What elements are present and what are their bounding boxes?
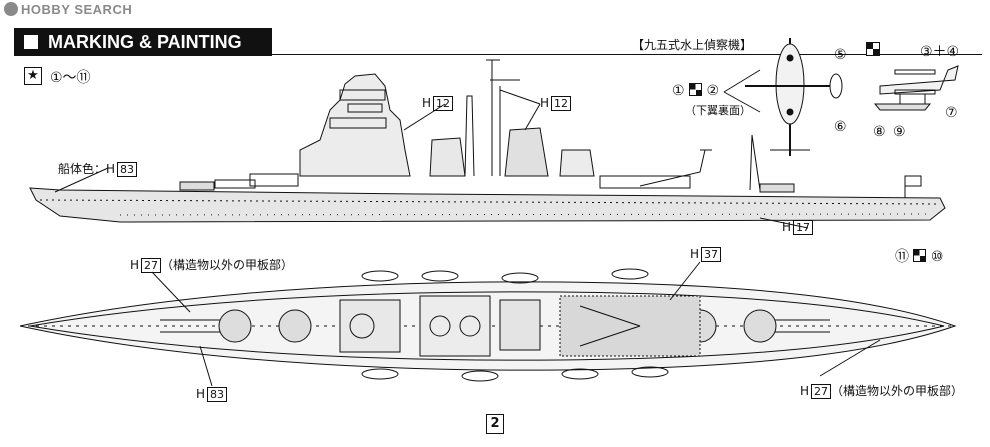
- seaplane-mark-1: ① ②: [672, 83, 720, 99]
- square-bullet-icon: [24, 35, 38, 49]
- star-icon: ★: [24, 67, 42, 85]
- turrets-top: [160, 309, 830, 343]
- hobby-search-logo-icon: [4, 2, 18, 16]
- section-header: MARKING & PAINTING: [14, 28, 272, 56]
- ensign-flag: [904, 175, 922, 187]
- watermark: HOBBY SEARCH: [4, 2, 132, 17]
- seaplane-top-view: [723, 38, 843, 156]
- header-rule: [272, 54, 982, 55]
- roundel-checker-icon: [913, 249, 927, 262]
- under-wing-note: （下翼裏面）: [685, 104, 751, 117]
- section-title: MARKING & PAINTING: [48, 31, 242, 52]
- seaplane-mark-9: ⑨: [893, 124, 906, 140]
- markings-range: ①～⑪: [50, 70, 91, 86]
- bridge-top: [339, 299, 401, 353]
- bridge-tower: [299, 73, 411, 177]
- seaplane-mark-8: ⑧: [873, 124, 886, 140]
- seaplane-mark-7: ⑦: [945, 105, 958, 121]
- roundel-checker-icon: [866, 42, 880, 56]
- seaplane-mark-6: ⑥: [834, 119, 847, 135]
- page-number: 2: [486, 414, 504, 434]
- catapult-deck: [559, 295, 701, 357]
- boats-top: [361, 268, 669, 382]
- funnel: [504, 127, 549, 177]
- aft-mast: [749, 134, 761, 191]
- side-view-hull: [29, 187, 946, 223]
- roundel-checker-icon: [689, 83, 703, 96]
- seaplane-mark-5: ⑤: [834, 47, 847, 63]
- main-mast: [486, 59, 520, 176]
- seaplane-side-view: [873, 65, 959, 111]
- seaplane-mark-3-4: ③＋④: [920, 44, 960, 60]
- flag-marking: ⑪ ⑩: [895, 249, 944, 265]
- seaplane-title: 【九五式水上偵察機】: [632, 38, 753, 52]
